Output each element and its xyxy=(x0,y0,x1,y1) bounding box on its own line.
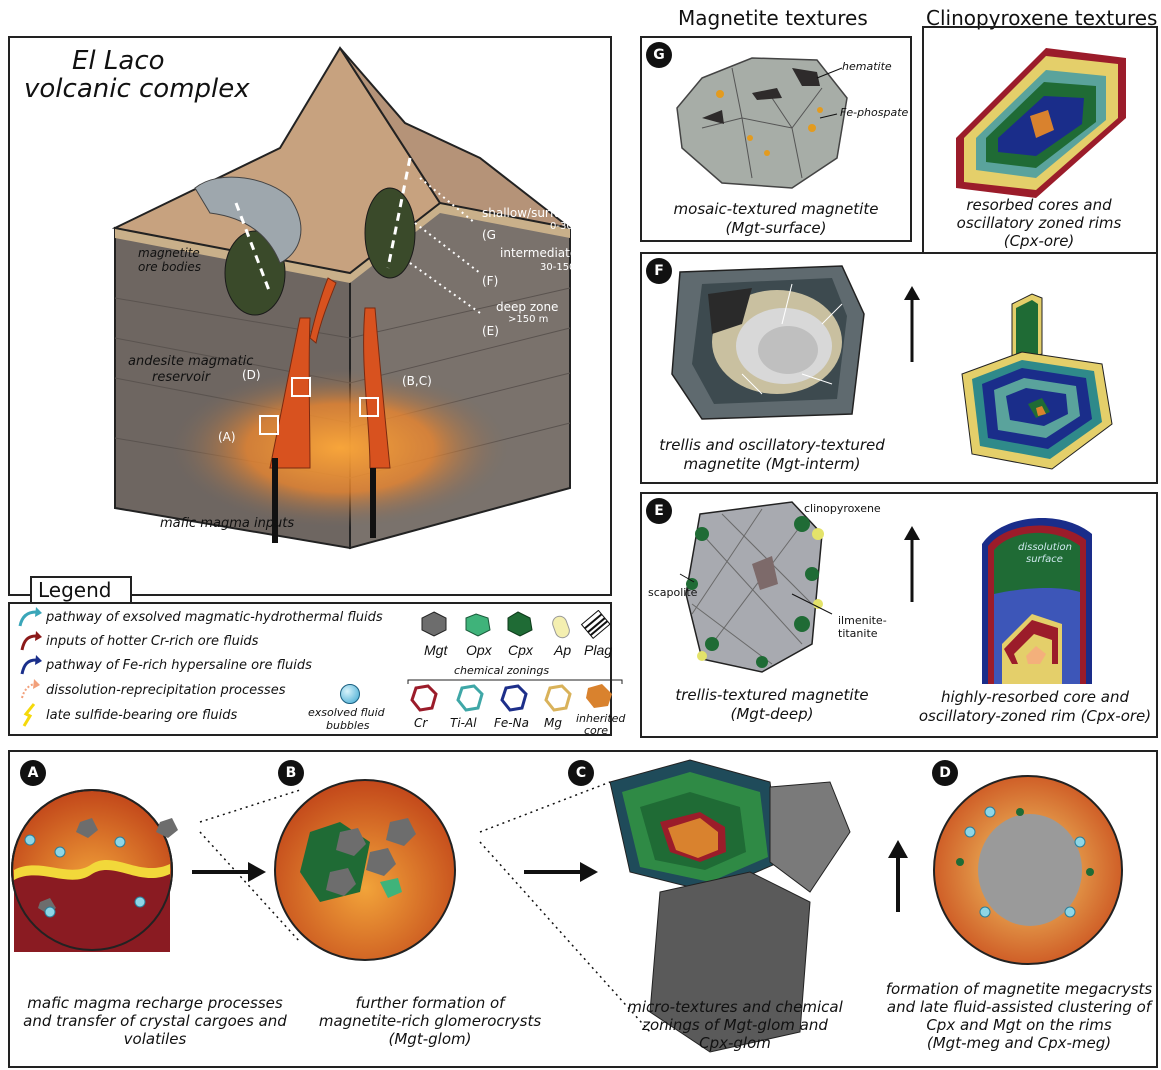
box-bc-label: (B,C) xyxy=(402,374,432,388)
process-d-caption-1: formation of magnetite megacrysts xyxy=(880,980,1158,998)
scapolite-label: scapolite xyxy=(648,586,697,599)
panel-f-caption-1: trellis and oscillatory-textured xyxy=(642,436,902,454)
shallow-zone-label: shallow/surface zone xyxy=(482,206,608,220)
process-d-caption-2: and late fluid-assisted clustering of xyxy=(880,998,1158,1016)
clinopyroxene-textures-title: Clinopyroxene textures xyxy=(926,6,1157,30)
shallow-depth-label: 0-30 m xyxy=(550,221,586,232)
cpx-top-caption-3: (Cpx-ore) xyxy=(918,232,1160,250)
panel-g-caption-1: mosaic-textured magnetite xyxy=(642,200,910,218)
panel-e-cpx-caption-2: oscillatory-zoned rim (Cpx-ore) xyxy=(912,707,1158,725)
process-c-caption-2: zonings of Mgt-glom and xyxy=(590,1016,880,1034)
magnetite-textures-title: Magnetite textures xyxy=(678,6,868,30)
dissolution-label-2: surface xyxy=(1026,554,1063,565)
process-d-caption-4: (Mgt-meg and Cpx-meg) xyxy=(880,1034,1158,1052)
legend-item-fluids: pathway of exsolved magmatic-hydrotherma… xyxy=(46,610,383,625)
volcano-title-line2: volcanic complex xyxy=(24,74,250,104)
box-a-label: (A) xyxy=(218,430,236,444)
zoning-label-cr: Cr xyxy=(414,716,427,730)
hematite-label: hematite xyxy=(842,60,892,73)
trellis-oscillatory-magnetite-drawing xyxy=(642,254,902,424)
mineral-label-plag: Plag xyxy=(584,642,612,658)
legend-item-fe-fluids: pathway of Fe-rich hypersaline ore fluid… xyxy=(46,658,312,673)
legend-arrows xyxy=(14,604,44,734)
cpx-zoned-crystal-top xyxy=(926,38,1156,198)
mafic-inputs-label: mafic magma inputs xyxy=(160,516,294,531)
clinopyroxene-label: clinopyroxene xyxy=(804,502,881,515)
process-a-badge: A xyxy=(20,760,46,786)
process-a-caption-2: and transfer of crystal cargoes and xyxy=(10,1012,300,1030)
legend-panel: pathway of exsolved magmatic-hydrotherma… xyxy=(8,602,612,736)
process-d-caption-3: Cpx and Mgt on the rims xyxy=(880,1016,1158,1034)
zoning-label-fe-na: Fe-Na xyxy=(494,716,529,730)
panel-f-caption-2: magnetite (Mgt-interm) xyxy=(642,455,902,473)
zoning-label-ti-al: Ti-Al xyxy=(450,716,477,730)
process-b-caption-3: (Mgt-glom) xyxy=(280,1030,580,1048)
up-arrow-f xyxy=(902,284,922,364)
process-b-caption-1: further formation of xyxy=(280,994,580,1012)
process-a-caption-3: volatiles xyxy=(10,1030,300,1048)
processes-panel: A B C D mafic magma recharge processes a… xyxy=(8,750,1158,1068)
mineral-label-opx: Opx xyxy=(466,642,492,658)
legend-title: Legend xyxy=(30,576,132,602)
ilmenite-label-1: ilmenite- xyxy=(838,614,887,627)
panel-e-caption-2: (Mgt-deep) xyxy=(642,705,902,723)
reservoir-label-2: reservoir xyxy=(152,370,210,385)
mineral-label-ap: Ap xyxy=(554,642,571,658)
process-b-badge: B xyxy=(278,760,304,786)
trellis-magnetite-drawing xyxy=(642,494,912,674)
process-c-caption-1: micro-textures and chemical xyxy=(590,998,880,1016)
panel-g: G hematite Fe-phospate mosaic-textured m… xyxy=(640,36,912,242)
cpx-top-caption-1: resorbed cores and xyxy=(918,196,1160,214)
panel-e-cpx-caption-1: highly-resorbed core and xyxy=(912,688,1158,706)
ilmenite-label-2: titanite xyxy=(838,627,878,640)
ore-bodies-label-2: ore bodies xyxy=(138,260,201,274)
legend-item-sulfide: late sulfide-bearing ore fluids xyxy=(46,708,237,723)
intermediate-zone-label: intermediate zone xyxy=(500,246,610,260)
deep-ref-label: (E) xyxy=(482,324,499,338)
volcano-title-line1: El Laco xyxy=(72,46,165,76)
zoning-label-core: core xyxy=(584,724,608,737)
zoning-label-mg: Mg xyxy=(544,716,562,730)
bubble-icon xyxy=(340,684,360,704)
panel-e: E clinopyroxene scapolite ilmenite- tita… xyxy=(640,492,1158,738)
process-a-caption-1: mafic magma recharge processes xyxy=(10,994,300,1012)
panel-e-caption-1: trellis-textured magnetite xyxy=(642,686,902,704)
fe-phospate-label: Fe-phospate xyxy=(840,106,908,119)
process-c-badge: C xyxy=(568,760,594,786)
cpx-zoned-crystal-f xyxy=(942,254,1142,482)
bubbles-label-2: bubbles xyxy=(326,719,369,732)
box-d-label: (D) xyxy=(242,368,261,382)
reservoir-label-1: andesite magmatic xyxy=(128,354,253,369)
panel-f: F trellis and oscillatory-textured magne… xyxy=(640,252,1158,484)
deep-zone-label: deep zone xyxy=(496,300,558,314)
up-arrow-e xyxy=(902,524,922,604)
legend-item-cr-fluids: inputs of hotter Cr-rich ore fluids xyxy=(46,634,258,649)
intermediate-ref-label: (F) xyxy=(482,274,498,288)
mineral-label-mgt: Mgt xyxy=(424,642,447,658)
shallow-ref-label: (G xyxy=(482,228,496,242)
ore-bodies-label-1: magnetite xyxy=(138,246,200,260)
process-c-caption-3: Cpx-glom xyxy=(590,1034,880,1052)
process-d-badge: D xyxy=(932,760,958,786)
cpx-top-caption-2: oscillatory zoned rims xyxy=(918,214,1160,232)
legend-item-dissolution: dissolution-reprecipitation processes xyxy=(46,683,285,698)
volcano-panel: El Laco volcanic complex magnetite ore b… xyxy=(8,36,612,596)
dissolution-label-1: dissolution xyxy=(1018,542,1072,553)
intermediate-depth-label: 30-150 m xyxy=(540,262,588,273)
mineral-label-cpx: Cpx xyxy=(508,642,533,658)
deep-depth-label: >150 m xyxy=(508,314,548,325)
cpx-resorbed-crystal-e xyxy=(942,494,1142,694)
panel-g-caption-2: (Mgt-surface) xyxy=(642,219,910,237)
process-b-caption-2: magnetite-rich glomerocrysts xyxy=(280,1012,580,1030)
bubbles-label-1: exsolved fluid xyxy=(308,706,385,719)
